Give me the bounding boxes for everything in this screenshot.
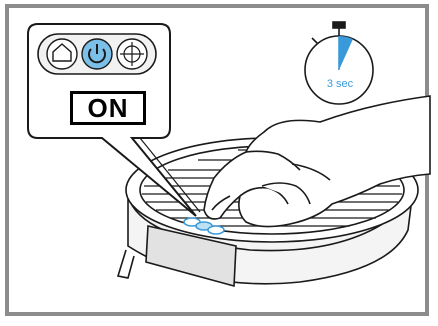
timer-duration-text: 3 sec [326,78,354,90]
stopwatch-icon [304,21,374,105]
on-label: ON [70,91,146,125]
hand-icon [203,95,431,228]
spot-clean-icon [116,38,148,70]
home-icon [46,38,78,70]
power-icon [81,38,113,70]
